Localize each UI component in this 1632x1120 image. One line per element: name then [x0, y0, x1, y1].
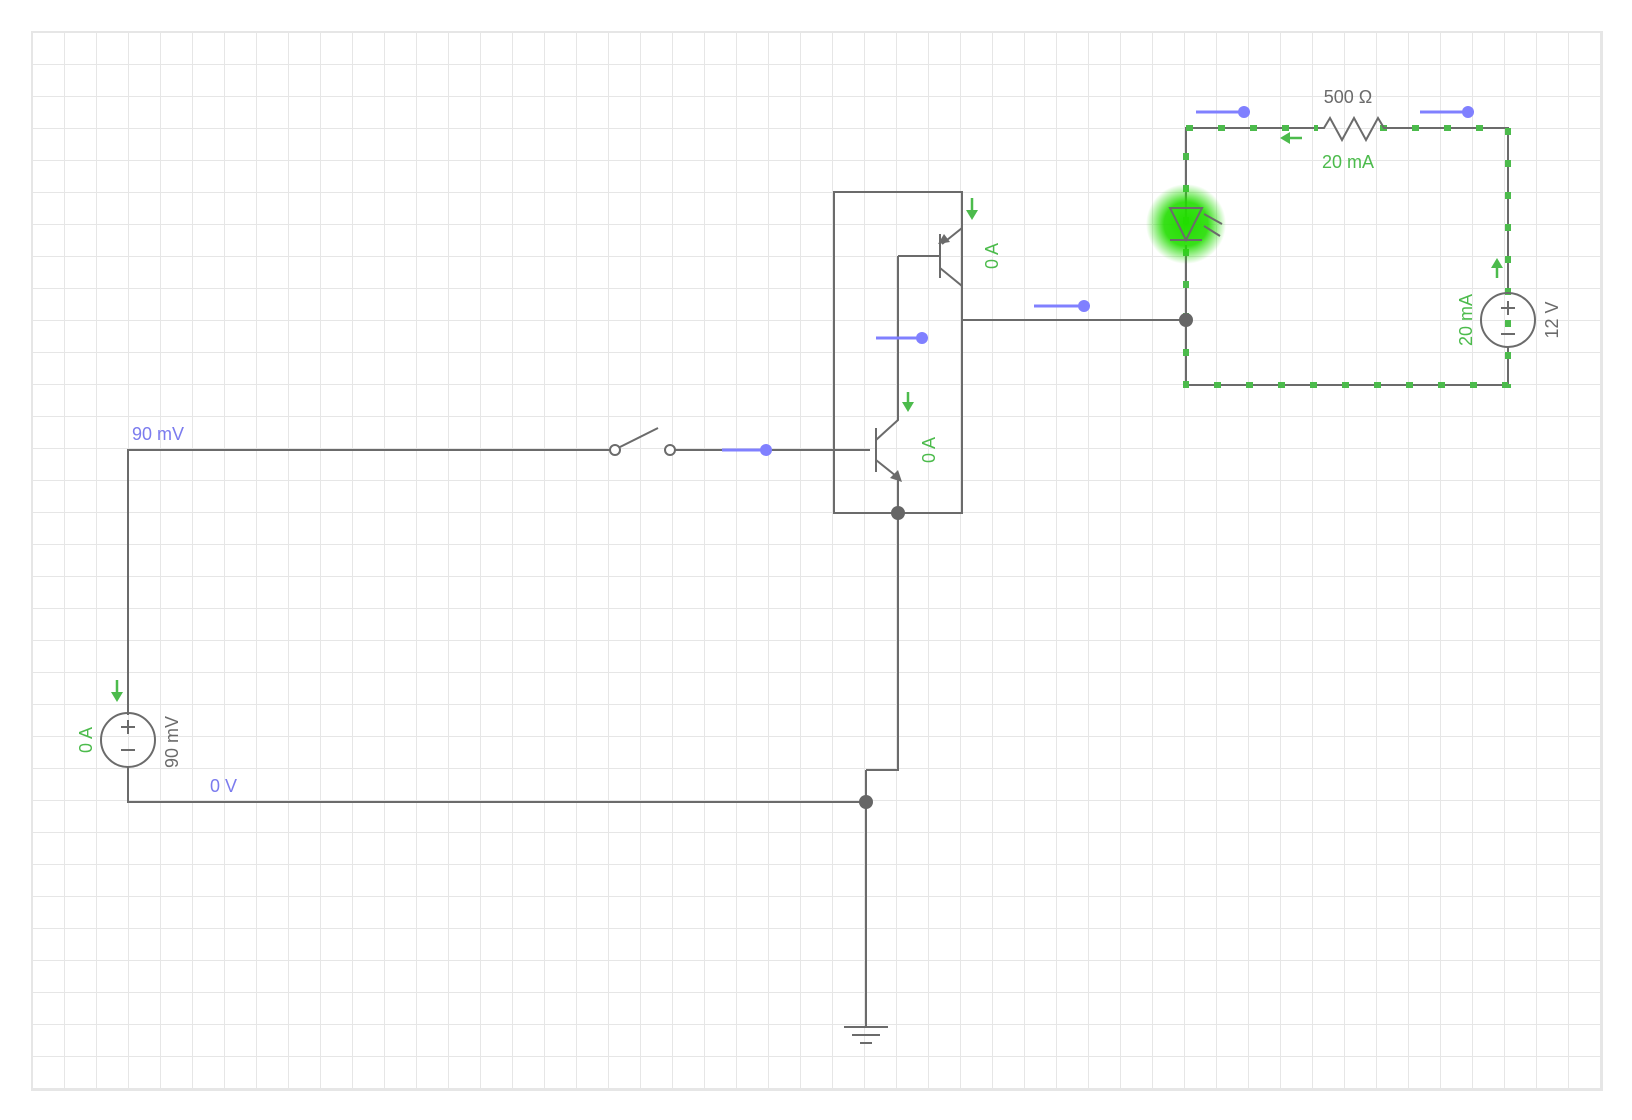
led-glow: [1146, 184, 1226, 264]
npn-transistor-lower[interactable]: [875, 382, 902, 482]
input-source-current-arrow: [111, 680, 123, 702]
input-source-voltage-label: 90 mV: [162, 716, 182, 768]
lower-transistor-current-arrow: [902, 392, 914, 412]
switch[interactable]: [609, 427, 676, 456]
resistor[interactable]: [1318, 115, 1392, 143]
input-source-current-label: 0 A: [76, 727, 96, 753]
supply-current-arrow: [1491, 258, 1503, 278]
upper-transistor-current-arrow: [966, 198, 978, 220]
resistor-current-arrow: [1280, 132, 1302, 144]
node-voltage-label-top: 90 mV: [132, 424, 184, 444]
ground-symbol: [844, 1026, 888, 1044]
probe-supply-positive[interactable]: [1420, 106, 1474, 118]
grid-background: [31, 31, 1603, 1091]
upper-transistor-current-label: 0 A: [982, 243, 1002, 269]
supply-voltage-source[interactable]: [1480, 292, 1536, 348]
node-voltage-label-bottom: 0 V: [210, 776, 237, 796]
junction-led-cathode-node: [1179, 313, 1193, 327]
junction-ground-node: [859, 795, 873, 809]
led[interactable]: [1146, 184, 1226, 264]
probe-upper-collector[interactable]: [1034, 300, 1090, 312]
supply-voltage-label: 12 V: [1542, 301, 1562, 338]
probe-lower-collector[interactable]: [876, 332, 928, 344]
resistor-current-label: 20 mA: [1322, 152, 1374, 172]
probe-led-anode[interactable]: [1196, 106, 1250, 118]
pnp-transistor-upper[interactable]: [898, 192, 1186, 321]
probe-base[interactable]: [722, 444, 772, 456]
supply-current-label: 20 mA: [1456, 294, 1476, 346]
junction-emitter-node: [891, 506, 905, 520]
resistor-value-label: 500 Ω: [1324, 87, 1373, 107]
lower-transistor-current-label: 0 A: [919, 437, 939, 463]
input-voltage-source[interactable]: [100, 712, 156, 768]
